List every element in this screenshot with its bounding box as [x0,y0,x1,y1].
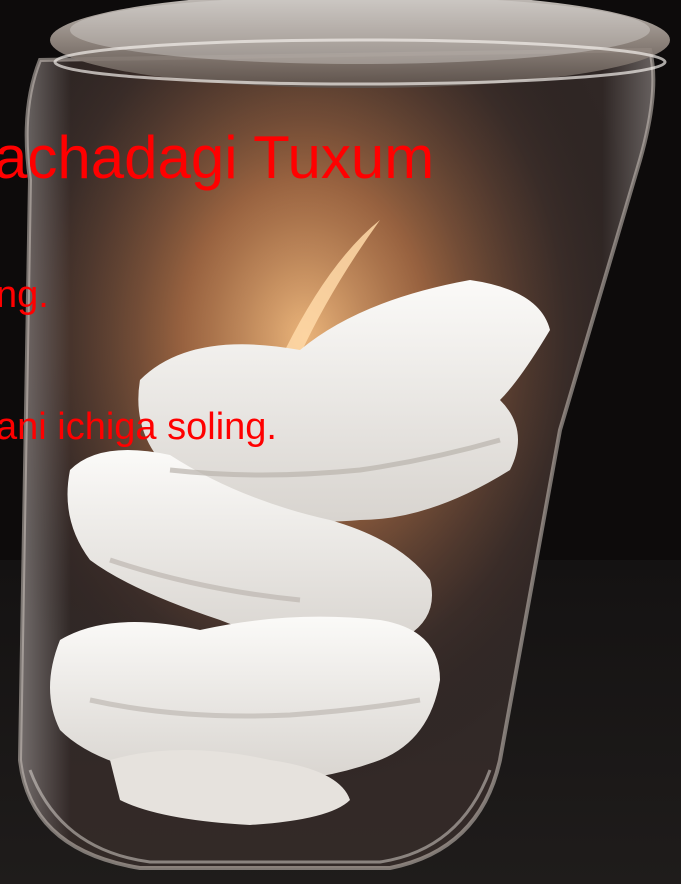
caption-line-2: ani ichiga soling. [0,406,277,448]
caption-title: achadagi Tuxum [0,124,435,191]
caption-line-1: ng. [0,274,49,316]
